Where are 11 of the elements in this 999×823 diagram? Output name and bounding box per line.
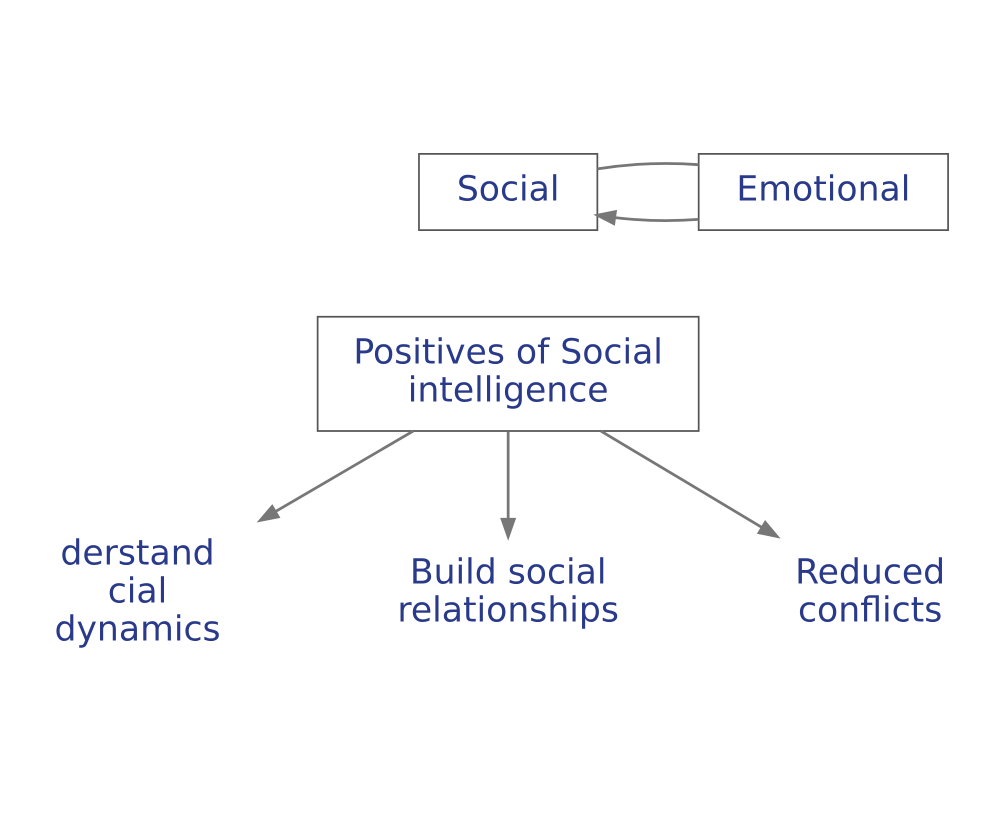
node-box: Emotional bbox=[698, 152, 949, 230]
arrow bbox=[500, 430, 516, 540]
node-text: Build social relationships bbox=[397, 552, 619, 630]
arrow bbox=[593, 209, 699, 226]
node-box: Social bbox=[418, 152, 598, 230]
arrow bbox=[600, 429, 781, 538]
node-box: Positives of Social intelligence bbox=[316, 315, 700, 432]
arrow bbox=[256, 429, 414, 522]
node-text: Reduced conflicts bbox=[795, 552, 946, 630]
connector bbox=[597, 162, 699, 170]
node-text: derstand cial dynamics bbox=[54, 532, 221, 650]
